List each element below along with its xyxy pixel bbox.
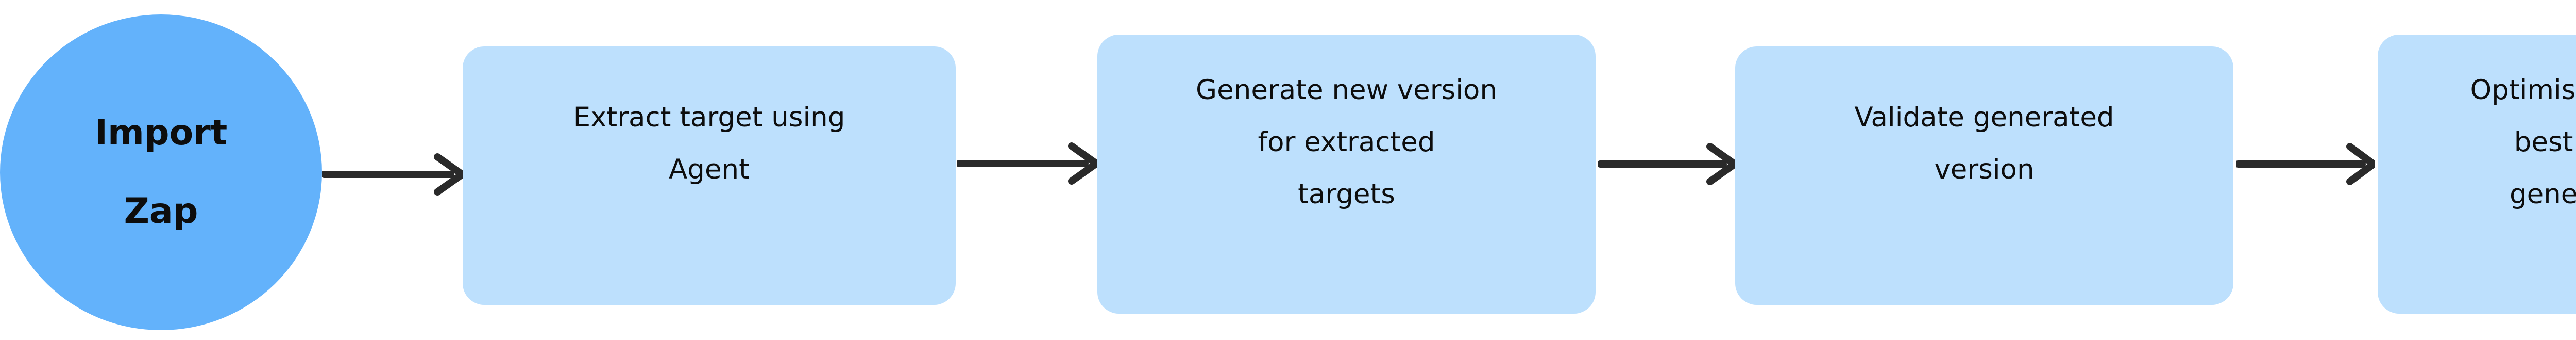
node-label-line: Agent [669, 154, 750, 185]
node-label-line: Extract target using [573, 102, 845, 133]
right-arrow-icon [957, 142, 1098, 185]
node-label-line: Validate generated [1854, 102, 2114, 133]
node-label-line: Zap [124, 191, 198, 232]
node-extract-target: Extract target using Agent [463, 46, 956, 305]
right-arrow-icon [322, 153, 466, 196]
right-arrow-icon [1598, 143, 1736, 185]
node-label-line: for extracted [1258, 126, 1435, 158]
node-label-line: Generate new version [1196, 74, 1497, 106]
node-generate-version: Generate new version for extracted targe… [1097, 35, 1596, 314]
node-label-line: generated versions} [2509, 178, 2576, 210]
arrow-extract-to-generate [957, 139, 1098, 188]
node-label-line: targets [1298, 178, 1395, 210]
arrow-generate-to-validate [1598, 139, 1736, 189]
right-arrow-icon [2236, 143, 2375, 185]
node-label-line: Optimise repo{choose the [2470, 74, 2576, 106]
node-import-zap: Import Zap [0, 14, 322, 330]
node-label-line: Import [94, 112, 228, 153]
node-optimise-repo: Optimise repo{choose the best combinatio… [2378, 35, 2576, 314]
arrow-import-to-extract [322, 150, 466, 199]
node-label-line: version [1934, 154, 2035, 185]
node-label-line: best combination of [2514, 126, 2576, 158]
node-validate-version: Validate generated version [1735, 46, 2233, 305]
arrow-validate-to-optimise [2236, 139, 2375, 189]
